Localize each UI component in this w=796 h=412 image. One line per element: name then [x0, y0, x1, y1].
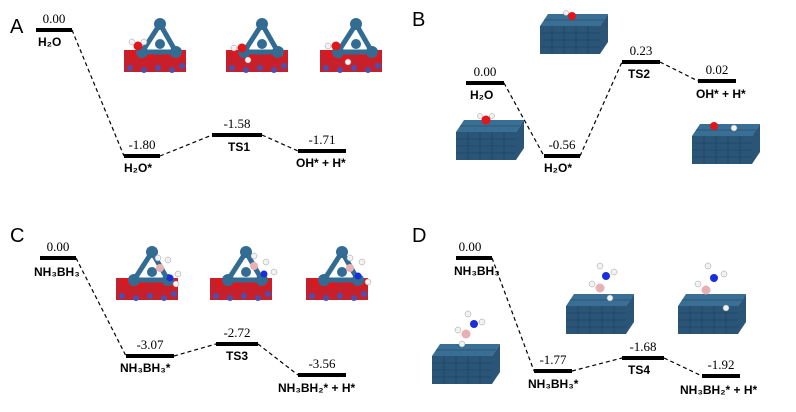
energy-value: -1.80: [128, 137, 155, 152]
structure-image: [226, 18, 288, 73]
energy-value: -1.92: [707, 357, 734, 372]
reaction-path: [659, 61, 699, 82]
reaction-path: [71, 29, 125, 157]
panel-b: B 0.00 -0.56 0.23 0.02 H₂O H₂O* TS2 OH* …: [412, 9, 761, 175]
reaction-path: [491, 257, 535, 372]
energy-value: -1.77: [539, 352, 567, 367]
state-label: OH* + H*: [696, 87, 746, 101]
energy-value: -3.07: [136, 337, 164, 352]
structure-image: [539, 10, 609, 55]
panel-letter: C: [10, 225, 24, 247]
state-label: H₂O: [470, 88, 493, 102]
structure-image: [124, 18, 186, 73]
reaction-path: [257, 343, 299, 376]
structure-image: [306, 246, 372, 301]
state-label: OH* + H*: [296, 156, 346, 170]
reaction-path: [571, 357, 623, 372]
reaction-path: [579, 61, 623, 157]
panel-a: A 0.00 -1.80 -1.58 -1.71 H₂O H₂O* TS1 OH…: [10, 11, 382, 175]
state-label: H₂O*: [124, 161, 152, 175]
energy-value: 0.00: [459, 239, 482, 254]
energy-value: -0.56: [548, 137, 576, 152]
structure-image: [455, 113, 525, 161]
state-label: TS4: [628, 363, 650, 377]
state-label: H₂O: [38, 35, 61, 49]
panel-d: D 0.00 -1.77 -1.68 -1.92 NH₃BH₃ NH₃BH₃* …: [412, 225, 758, 397]
state-label: NH₃BH₃*: [120, 361, 171, 375]
state-label: NH₃BH₃: [34, 265, 80, 279]
state-label: TS1: [228, 140, 250, 154]
energy-value: 0.00: [43, 11, 66, 26]
state-label: TS2: [628, 67, 650, 81]
reaction-path: [173, 343, 217, 357]
energy-value: -1.58: [223, 116, 250, 131]
state-label: H₂O*: [544, 161, 572, 175]
panel-letter: D: [412, 225, 426, 247]
energy-value: 0.02: [706, 62, 729, 77]
energy-value: 0.00: [474, 64, 497, 79]
reaction-path: [261, 134, 299, 152]
energy-value: 0.00: [47, 239, 70, 254]
state-label: NH₃BH₃*: [528, 377, 579, 391]
structure-image: [320, 18, 382, 73]
panel-letter: B: [412, 9, 425, 31]
structure-image: [677, 262, 747, 335]
state-label: NH₃BH₂* + H*: [680, 383, 758, 397]
reaction-path: [663, 357, 703, 377]
structure-image: [210, 246, 278, 301]
energy-value: 0.23: [630, 43, 653, 58]
structure-image: [565, 262, 635, 335]
panel-letter: A: [10, 16, 24, 38]
energy-value: -1.68: [629, 339, 656, 354]
panel-c: C 0.00 -3.07 -2.72 -3.56 NH₃BH₃ NH₃BH₃* …: [10, 225, 372, 395]
structure-image: [691, 122, 761, 165]
state-label: TS3: [226, 349, 248, 363]
energy-value: -1.71: [308, 132, 335, 147]
energy-value: -2.72: [223, 325, 250, 340]
structure-image: [431, 310, 501, 385]
structure-image: [116, 246, 182, 301]
reaction-path: [75, 257, 127, 357]
state-label: NH₃BH₂* + H*: [278, 381, 356, 395]
reaction-path: [159, 134, 213, 157]
state-label: NH₃BH₃: [454, 264, 500, 278]
energy-value: -3.56: [308, 356, 336, 371]
